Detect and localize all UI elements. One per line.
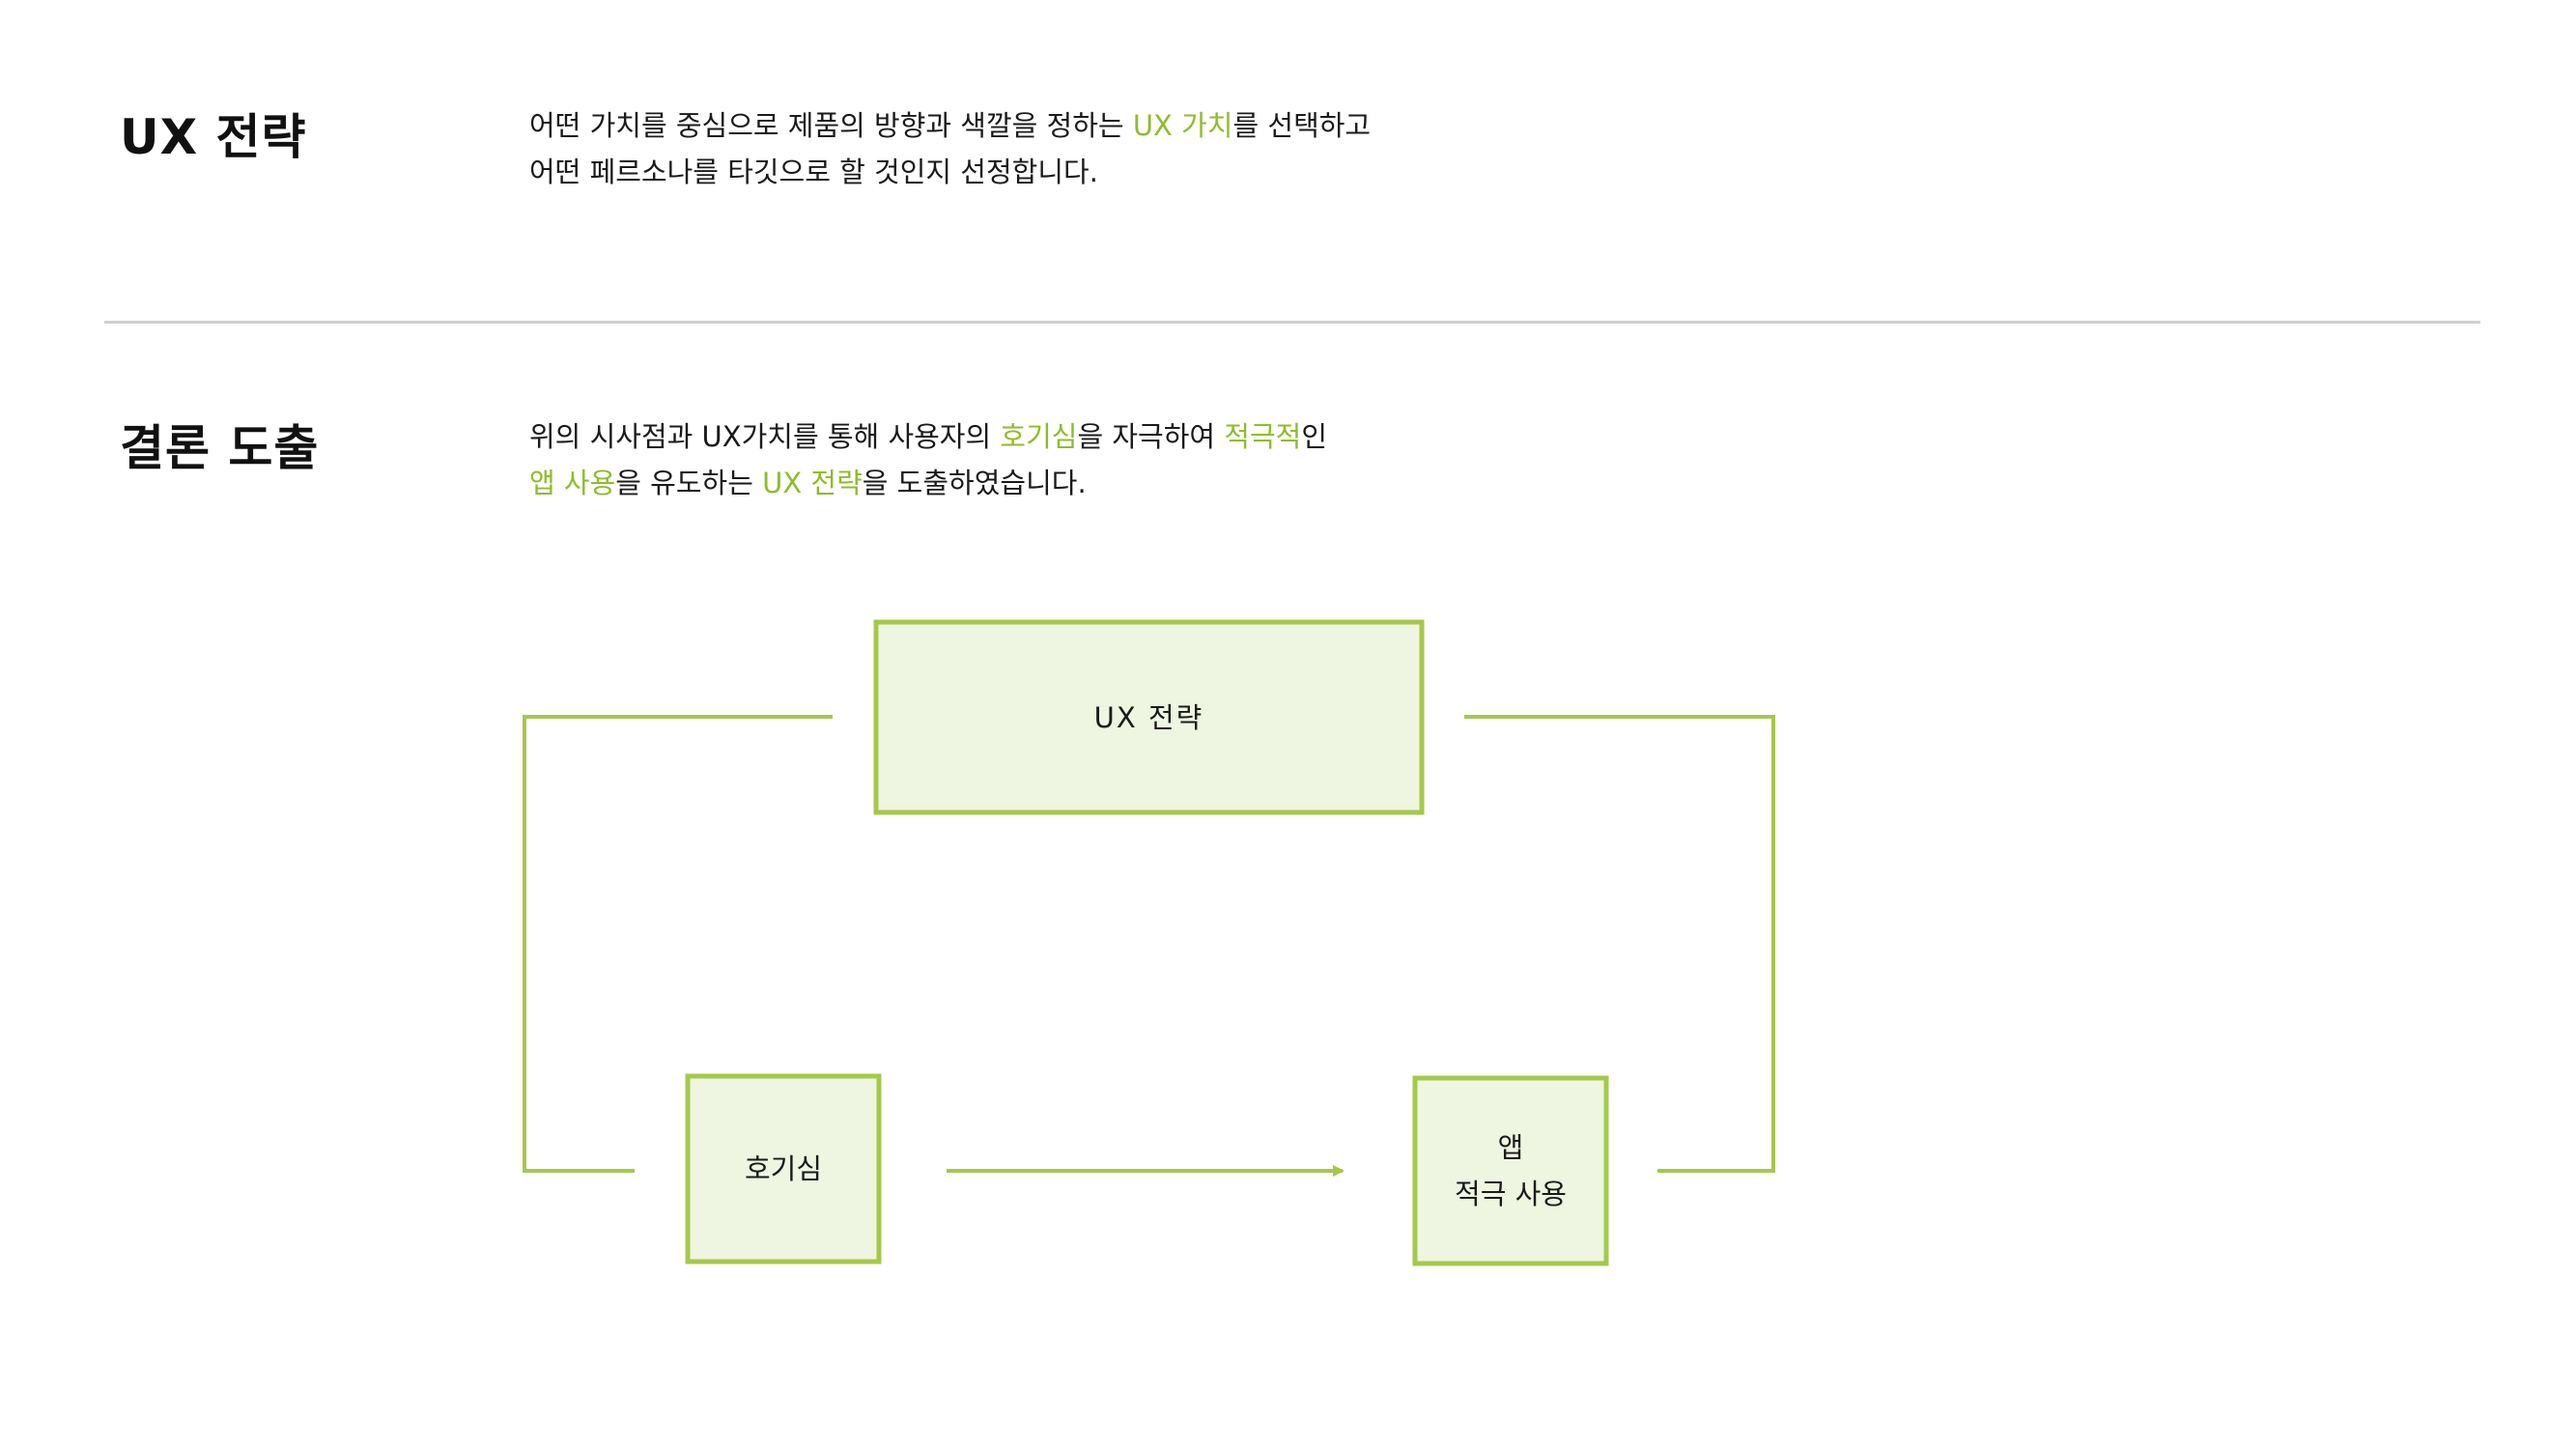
node-active-use: 앱 적극 사용 <box>1415 1078 1606 1264</box>
description-line: 앱 사용을 유도하는 UX 전략을 도출하였습니다. <box>529 460 1327 506</box>
node-label-ux-strategy: UX 전략 <box>1093 700 1204 734</box>
text-segment: 위의 시사점과 UX가치를 통해 사용자의 <box>529 420 1001 453</box>
highlighted-text: 앱 사용 <box>529 467 616 499</box>
text-segment: 어떤 페르소나를 타깃으로 할 것인지 선정합니다. <box>529 156 1098 188</box>
description-line: 어떤 가치를 중심으로 제품의 방향과 색깔을 정하는 UX 가치를 선택하고 <box>529 102 1371 149</box>
node-label-active-use-line2: 적극 사용 <box>1455 1178 1567 1210</box>
text-segment: 을 도출하였습니다. <box>862 467 1087 499</box>
description-line: 어떤 페르소나를 타깃으로 할 것인지 선정합니다. <box>529 149 1371 195</box>
highlighted-text: UX 전략 <box>762 467 863 499</box>
node-box-curiosity <box>685 1073 882 1264</box>
node-box-ux-strategy <box>873 619 1425 815</box>
section-title-ux-strategy: UX 전략 <box>120 109 307 165</box>
node-box-active-use <box>1412 1075 1609 1266</box>
highlighted-text: UX 가치 <box>1132 109 1233 142</box>
node-label-curiosity: 호기심 <box>744 1152 823 1185</box>
connector-ux-to-curiosity <box>523 715 833 1173</box>
text-segment: 을 자극하여 <box>1077 420 1225 453</box>
text-segment: 인 <box>1301 420 1328 453</box>
connector-ux-to-active-use <box>1464 715 1775 1173</box>
section-divider <box>104 321 2480 324</box>
node-curiosity: 호기심 <box>688 1076 879 1262</box>
highlighted-text: 적극적 <box>1224 420 1302 453</box>
text-segment: 를 선택하고 <box>1232 109 1372 142</box>
description-line: 위의 시사점과 UX가치를 통해 사용자의 호기심을 자극하여 적극적인 <box>529 413 1327 460</box>
text-segment: 을 유도하는 <box>615 467 763 499</box>
highlighted-text: 호기심 <box>1000 420 1078 453</box>
node-ux-strategy: UX 전략 <box>876 622 1422 812</box>
node-label-active-use-line1: 앱 <box>1497 1131 1524 1164</box>
text-segment: 어떤 가치를 중심으로 제품의 방향과 색깔을 정하는 <box>529 109 1133 142</box>
section-title-conclusion: 결론 도출 <box>120 420 320 476</box>
